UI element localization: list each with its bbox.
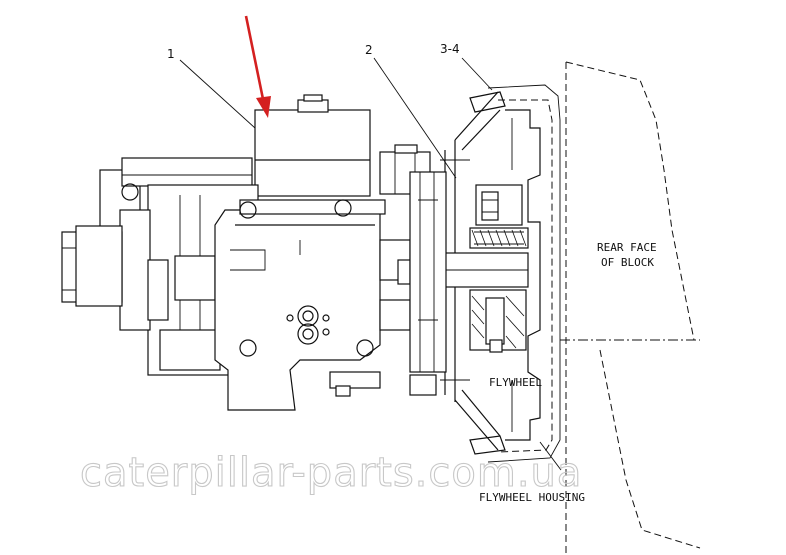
callout-2: 2 <box>365 43 373 57</box>
callout-1: 1 <box>167 47 175 61</box>
flywheel <box>505 109 541 441</box>
flywheel-housing-label: FLYWHEEL HOUSING <box>479 491 585 504</box>
watermark: caterpillar-parts.com.ua <box>80 450 582 496</box>
drive-coupling <box>431 184 529 353</box>
rear-face-label-line1: REAR FACE <box>597 241 657 254</box>
rear-face-label-line2: OF BLOCK <box>601 256 654 269</box>
flywheel-housing <box>469 84 561 463</box>
callout-3-4: 3-4 <box>440 42 460 56</box>
fuel-injection-pump <box>61 94 447 411</box>
rear-face-of-block-outline <box>560 61 701 555</box>
callout-leaders <box>179 57 562 471</box>
flywheel-label: FLYWHEEL <box>489 376 542 389</box>
red-indicator-arrow <box>244 15 271 118</box>
